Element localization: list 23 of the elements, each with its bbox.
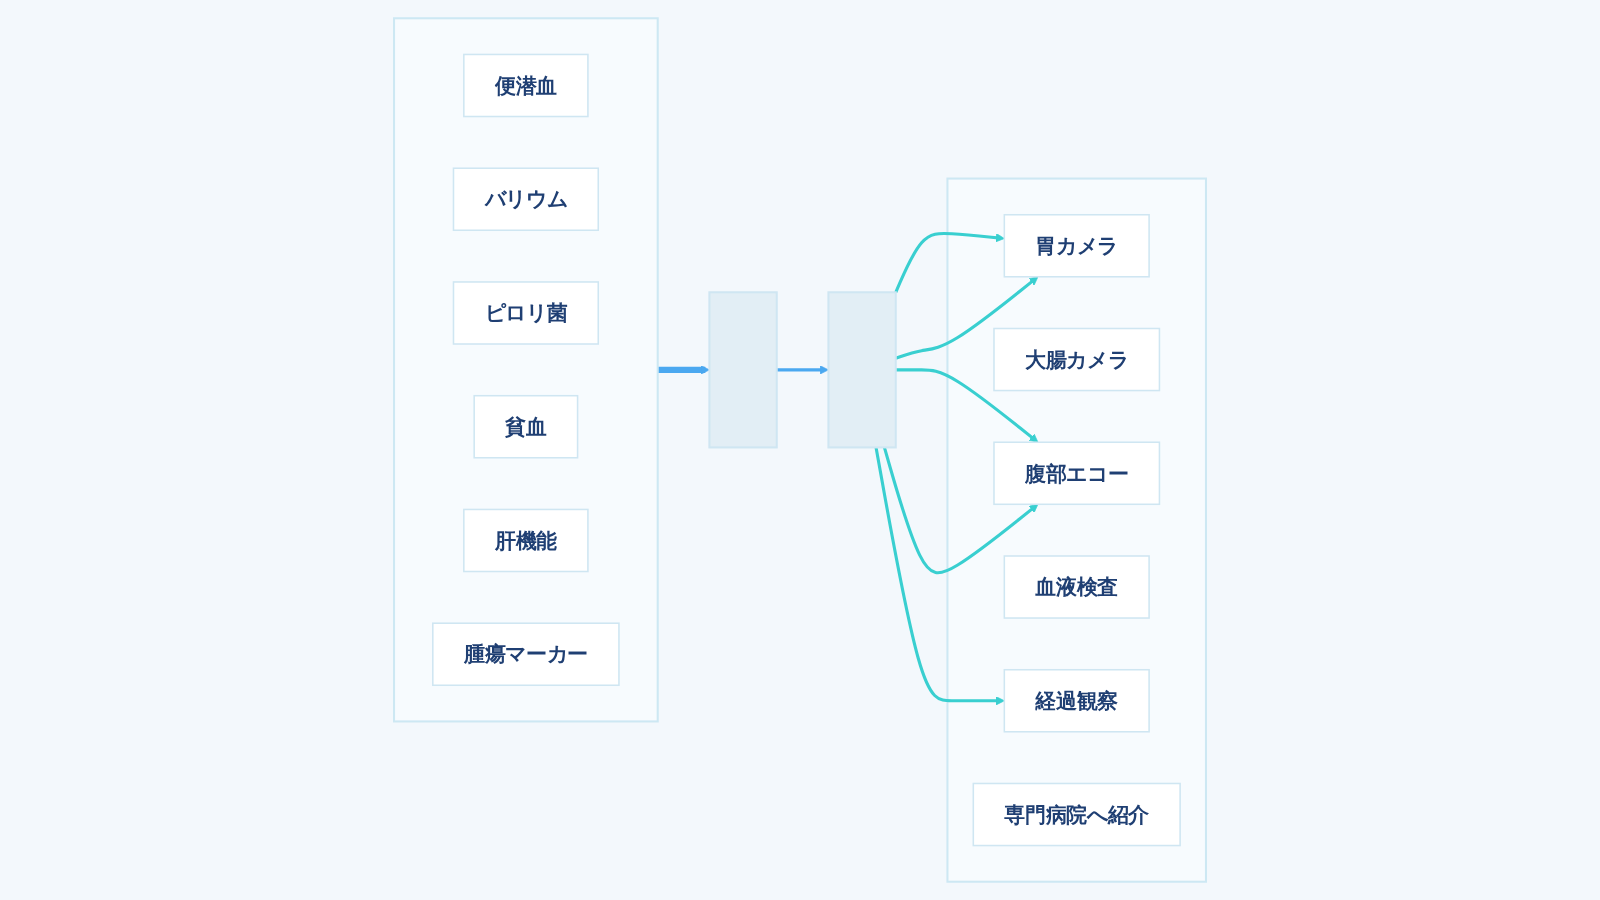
arrow xyxy=(776,365,829,375)
arrow xyxy=(894,231,1005,293)
arrow xyxy=(895,368,1039,443)
node-box: 大腸カメラ xyxy=(993,327,1161,392)
node-box: 専門病院へ紹介 xyxy=(972,782,1181,847)
node-box xyxy=(708,291,778,449)
node-box xyxy=(827,291,897,449)
node-box: バリウム xyxy=(452,167,600,232)
arrow xyxy=(895,276,1039,360)
cluster xyxy=(946,177,1207,883)
arrow xyxy=(657,365,710,375)
node-box: ピロリ菌 xyxy=(452,281,600,345)
cluster xyxy=(393,17,659,723)
arrow xyxy=(882,447,1039,575)
node-box: 腹部エコー xyxy=(993,441,1161,506)
arrow xyxy=(874,447,1005,706)
node-box: 胃カメラ xyxy=(1003,213,1150,278)
node-box: 経過観察 xyxy=(1003,668,1150,733)
node-box: 便潜血 xyxy=(463,53,589,118)
node-box: 血液検査 xyxy=(1003,555,1150,619)
node-box: 肝機能 xyxy=(463,508,589,573)
node-box: 腫瘍マーカー xyxy=(432,622,620,687)
node-box: 貧血 xyxy=(473,394,579,459)
